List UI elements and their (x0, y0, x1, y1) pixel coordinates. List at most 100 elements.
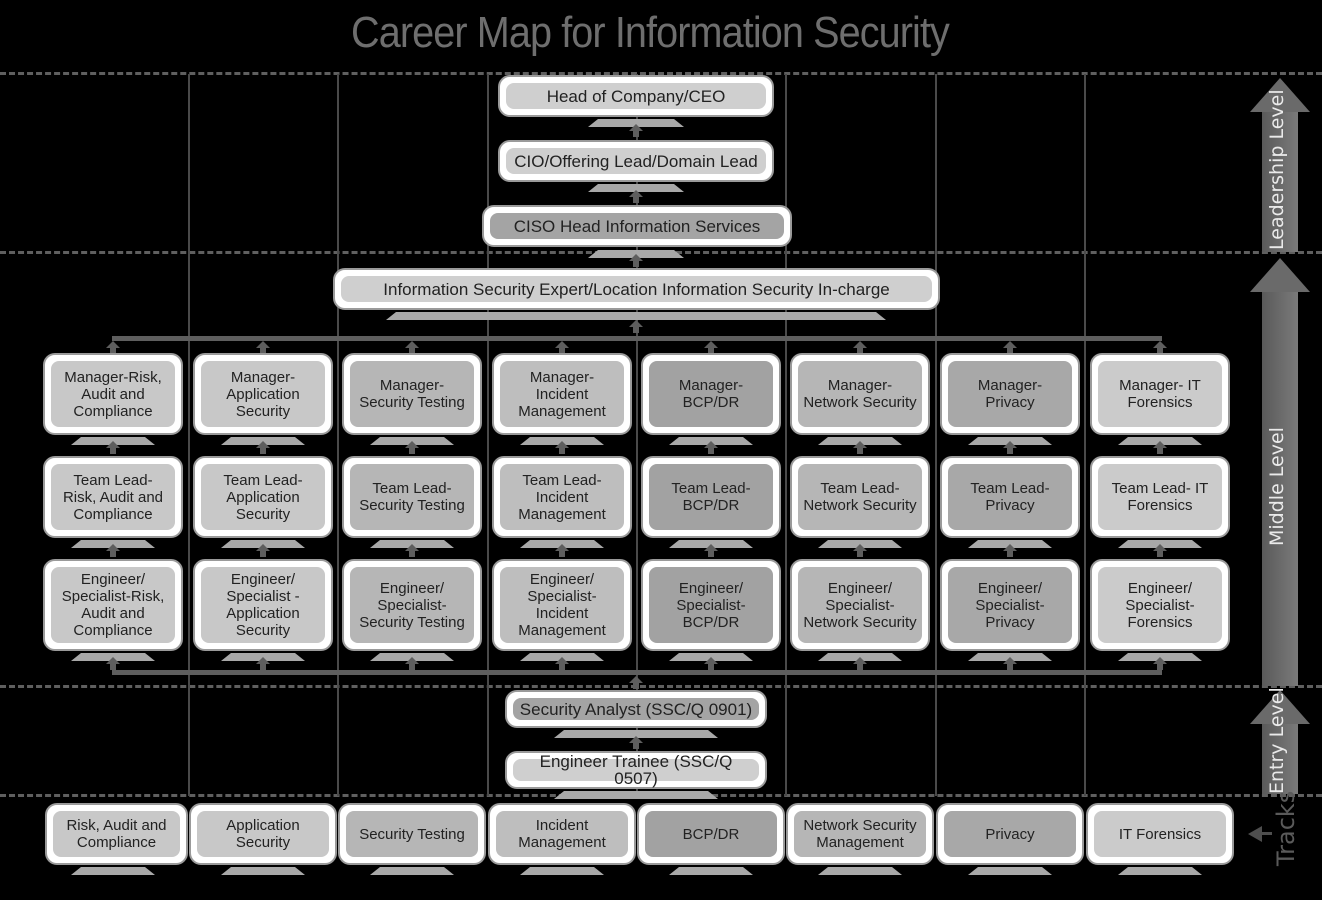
pedestal (554, 730, 718, 738)
role-engineer-track-1: Engineer/ Specialist-Risk, Audit and Com… (43, 559, 183, 651)
track-8: IT Forensics (1086, 803, 1234, 865)
role-engineer-track-3: Engineer/ Specialist- Security Testing (342, 559, 482, 651)
role-team-lead-track-2: Team Lead- Application Security (193, 456, 333, 538)
role-team-lead-track-5-label: Team Lead- BCP/DR (649, 464, 773, 530)
pedestal (554, 791, 718, 799)
column-divider (636, 74, 638, 796)
track-5-label: BCP/DR (645, 811, 777, 857)
role-manager-track-2: Manager- Application Security (193, 353, 333, 435)
role-team-lead-track-1: Team Lead- Risk, Audit and Compliance (43, 456, 183, 538)
role-team-lead-track-6: Team Lead- Network Security (790, 456, 930, 538)
role-team-lead-track-4-label: Team Lead- Incident Management (500, 464, 624, 530)
role-ciso-label: CISO Head Information Services (490, 213, 784, 239)
role-information-security-expert-label: Information Security Expert/Location Inf… (341, 276, 932, 302)
role-manager-track-8: Manager- IT Forensics (1090, 353, 1230, 435)
role-engineer-track-4-label: Engineer/ Specialist- Incident Managemen… (500, 567, 624, 643)
track-pedestal (818, 867, 902, 875)
role-engineer-track-6-label: Engineer/ Specialist- Network Security (798, 567, 922, 643)
column-divider (1084, 74, 1086, 796)
track-pedestal (71, 867, 155, 875)
role-manager-track-3: Manager- Security Testing (342, 353, 482, 435)
pedestal (588, 119, 684, 127)
column-divider (487, 74, 489, 796)
role-manager-track-1: Manager-Risk, Audit and Compliance (43, 353, 183, 435)
role-manager-track-3-label: Manager- Security Testing (350, 361, 474, 427)
role-manager-track-7: Manager- Privacy (940, 353, 1080, 435)
role-team-lead-track-2-label: Team Lead- Application Security (201, 464, 325, 530)
role-team-lead-track-7: Team Lead- Privacy (940, 456, 1080, 538)
role-team-lead-track-7-label: Team Lead- Privacy (948, 464, 1072, 530)
pedestal (588, 184, 684, 192)
role-manager-track-8-label: Manager- IT Forensics (1098, 361, 1222, 427)
role-engineer-track-6: Engineer/ Specialist- Network Security (790, 559, 930, 651)
track-6: Network Security Management (786, 803, 934, 865)
role-engineer-track-4: Engineer/ Specialist- Incident Managemen… (492, 559, 632, 651)
role-team-lead-track-8: Team Lead- IT Forensics (1090, 456, 1230, 538)
column-divider (785, 74, 787, 796)
middle-level-label: Middle Level (1266, 427, 1288, 546)
role-manager-track-4-label: Manager- Incident Management (500, 361, 624, 427)
role-engineer-track-2-label: Engineer/ Specialist - Application Secur… (201, 567, 325, 643)
track-7: Privacy (936, 803, 1084, 865)
role-cio: CIO/Offering Lead/Domain Lead (498, 140, 774, 182)
track-3: Security Testing (338, 803, 486, 865)
track-6-label: Network Security Management (794, 811, 926, 857)
role-team-lead-track-1-label: Team Lead- Risk, Audit and Compliance (51, 464, 175, 530)
tracks-pointer-stem (1262, 832, 1272, 835)
track-2-label: Application Security (197, 811, 329, 857)
role-manager-track-6-label: Manager- Network Security (798, 361, 922, 427)
role-ciso: CISO Head Information Services (482, 205, 792, 247)
role-manager-track-5-label: Manager- BCP/DR (649, 361, 773, 427)
track-2: Application Security (189, 803, 337, 865)
role-engineer-trainee: Engineer Trainee (SSC/Q 0507) (505, 751, 767, 789)
role-security-analyst: Security Analyst (SSC/Q 0901) (505, 690, 767, 728)
column-divider (935, 74, 937, 796)
role-engineer-track-8: Engineer/ Specialist- Forensics (1090, 559, 1230, 651)
role-engineer-track-8-label: Engineer/ Specialist- Forensics (1098, 567, 1222, 643)
tracks-pointer-arrow-icon (1248, 826, 1262, 842)
role-engineer-track-5-label: Engineer/ Specialist- BCP/DR (649, 567, 773, 643)
role-engineer-trainee-label: Engineer Trainee (SSC/Q 0507) (513, 753, 759, 787)
page-title: Career Map for Information Security (351, 8, 950, 57)
role-engineer-track-2: Engineer/ Specialist - Application Secur… (193, 559, 333, 651)
track-pedestal (968, 867, 1052, 875)
middle-level-arrow (1250, 258, 1310, 686)
role-engineer-track-7-label: Engineer/ Specialist- Privacy (948, 567, 1072, 643)
role-manager-track-6: Manager- Network Security (790, 353, 930, 435)
role-manager-track-5: Manager- BCP/DR (641, 353, 781, 435)
column-divider (188, 74, 190, 796)
role-manager-track-2-label: Manager- Application Security (201, 361, 325, 427)
role-engineer-track-5: Engineer/ Specialist- BCP/DR (641, 559, 781, 651)
role-team-lead-track-3-label: Team Lead- Security Testing (350, 464, 474, 530)
track-1: Risk, Audit and Compliance (45, 803, 188, 865)
column-divider (337, 74, 339, 796)
track-pedestal (520, 867, 604, 875)
role-cio-label: CIO/Offering Lead/Domain Lead (506, 148, 766, 174)
track-4-label: Incident Management (496, 811, 628, 857)
role-engineer-track-3-label: Engineer/ Specialist- Security Testing (350, 567, 474, 643)
level-divider-middle-entry (0, 685, 1322, 688)
role-team-lead-track-3: Team Lead- Security Testing (342, 456, 482, 538)
track-7-label: Privacy (944, 811, 1076, 857)
track-pedestal (221, 867, 305, 875)
track-4: Incident Management (488, 803, 636, 865)
pedestal (386, 312, 886, 320)
role-team-lead-track-5: Team Lead- BCP/DR (641, 456, 781, 538)
track-pedestal (669, 867, 753, 875)
connector-bar-top (112, 336, 1162, 341)
level-divider-top (0, 72, 1322, 75)
tracks-label: Tracks (1272, 790, 1300, 866)
entry-level-arrow (1250, 690, 1310, 794)
role-engineer-track-7: Engineer/ Specialist- Privacy (940, 559, 1080, 651)
track-pedestal (1118, 867, 1202, 875)
role-engineer-track-1-label: Engineer/ Specialist-Risk, Audit and Com… (51, 567, 175, 643)
role-head-of-company: Head of Company/CEO (498, 75, 774, 117)
role-head-of-company-label: Head of Company/CEO (506, 83, 766, 109)
role-team-lead-track-8-label: Team Lead- IT Forensics (1098, 464, 1222, 530)
entry-level-label: Entry Level (1266, 687, 1288, 794)
track-5: BCP/DR (637, 803, 785, 865)
track-1-label: Risk, Audit and Compliance (53, 811, 180, 857)
role-team-lead-track-4: Team Lead- Incident Management (492, 456, 632, 538)
track-3-label: Security Testing (346, 811, 478, 857)
leadership-level-label: Leadership Level (1266, 89, 1288, 250)
